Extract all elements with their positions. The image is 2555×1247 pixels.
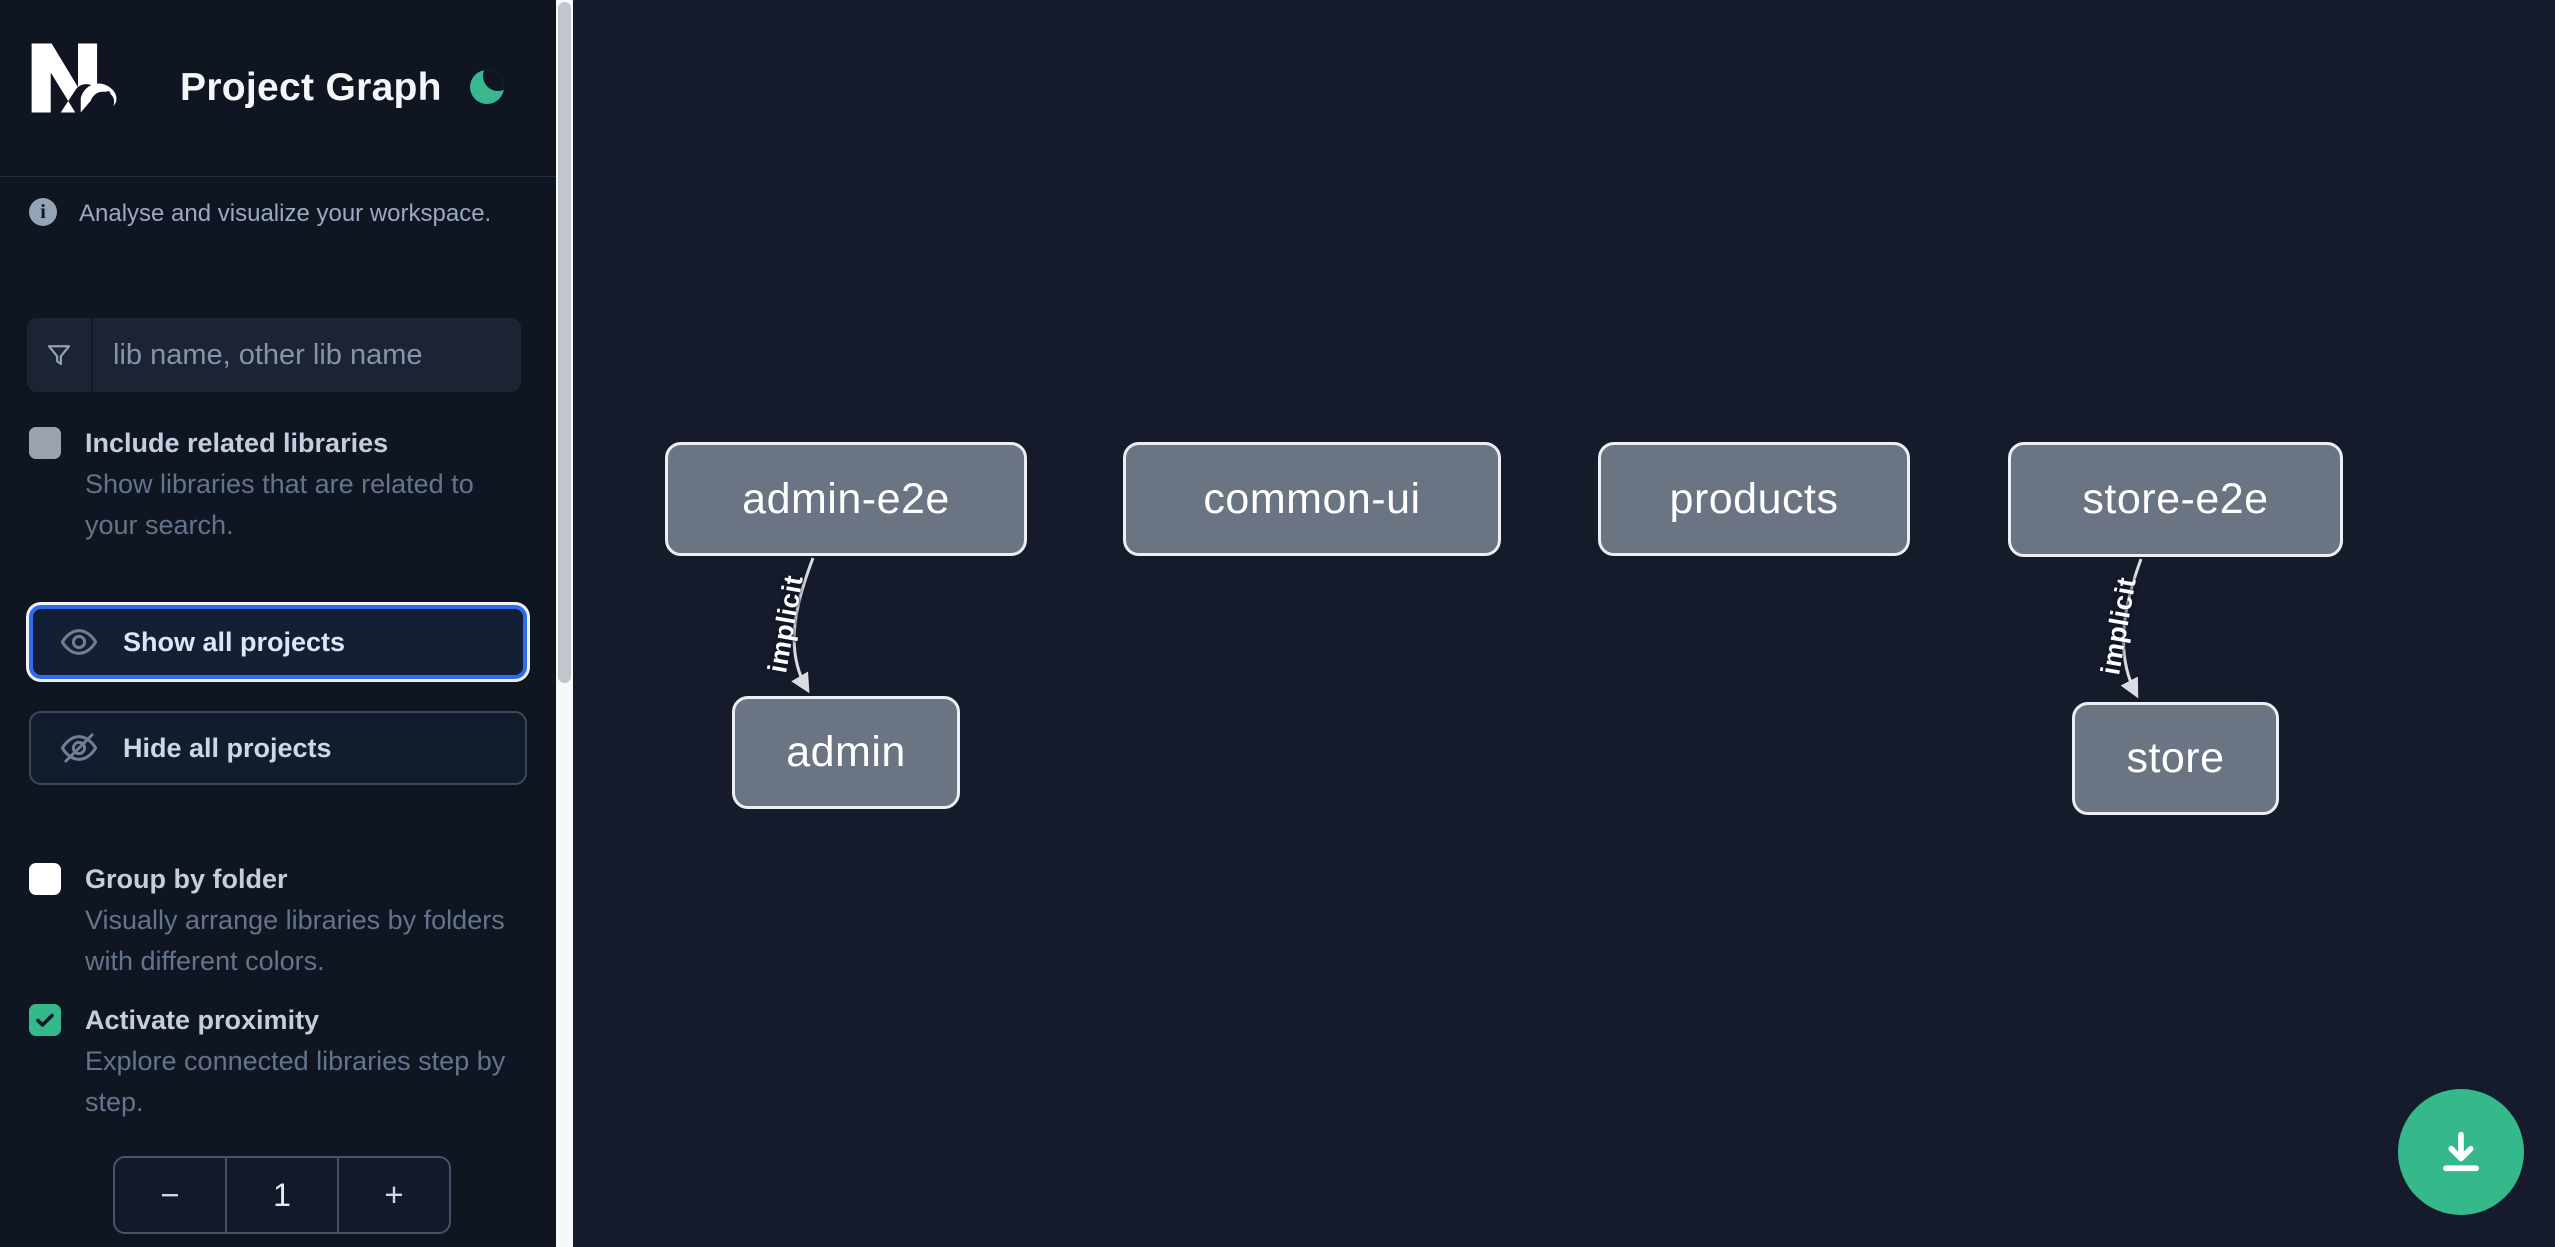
eye-off-icon bbox=[57, 726, 101, 770]
hide-all-projects-button[interactable]: Hide all projects bbox=[29, 711, 527, 785]
graph-node-admin-e2e[interactable]: admin-e2e bbox=[665, 442, 1027, 556]
group-by-folder-checkbox[interactable] bbox=[29, 863, 61, 895]
info-text: Analyse and visualize your workspace. bbox=[79, 200, 492, 227]
decrement-button[interactable]: − bbox=[115, 1158, 225, 1232]
activate-proximity-description: Explore connected libraries step by step… bbox=[85, 1046, 506, 1117]
sidebar-header: Project Graph bbox=[0, 0, 556, 177]
increment-button[interactable]: + bbox=[339, 1158, 449, 1232]
moon-icon bbox=[470, 70, 504, 104]
graph-node-admin[interactable]: admin bbox=[732, 696, 960, 809]
graph-node-common-ui[interactable]: common-ui bbox=[1123, 442, 1501, 556]
funnel-icon bbox=[27, 318, 93, 392]
graph-node-store-e2e[interactable]: store-e2e bbox=[2008, 442, 2343, 557]
group-by-folder-row: Group by folder Visually arrange librari… bbox=[29, 860, 529, 982]
show-all-projects-label: Show all projects bbox=[123, 626, 346, 657]
include-related-label: Include related libraries bbox=[85, 428, 389, 458]
download-button[interactable] bbox=[2398, 1089, 2524, 1215]
download-icon bbox=[2435, 1126, 2487, 1178]
include-related-description: Show libraries that are related to your … bbox=[85, 469, 474, 540]
hide-all-projects-label: Hide all projects bbox=[123, 732, 332, 763]
filter-input-group bbox=[27, 318, 521, 392]
graph-node-store[interactable]: store bbox=[2072, 702, 2279, 815]
depth-value: 1 bbox=[225, 1158, 339, 1232]
eye-icon bbox=[57, 620, 101, 664]
graph-node-products[interactable]: products bbox=[1598, 442, 1910, 556]
sidebar-scrollbar bbox=[556, 0, 573, 1247]
info-icon: i bbox=[29, 198, 57, 226]
proximity-depth-stepper: − 1 + bbox=[113, 1156, 451, 1234]
include-related-checkbox[interactable] bbox=[29, 427, 61, 459]
activate-proximity-row: Activate proximity Explore connected lib… bbox=[29, 1001, 529, 1123]
group-by-folder-label: Group by folder bbox=[85, 864, 288, 894]
show-all-projects-button[interactable]: Show all projects bbox=[29, 605, 527, 679]
theme-toggle-button[interactable] bbox=[458, 58, 518, 118]
page-title: Project Graph bbox=[180, 66, 442, 109]
group-by-folder-description: Visually arrange libraries by folders wi… bbox=[85, 905, 505, 976]
sidebar: Project Graph i Analyse and visualize yo… bbox=[0, 0, 556, 1247]
activate-proximity-label: Activate proximity bbox=[85, 1005, 320, 1035]
activate-proximity-checkbox[interactable] bbox=[29, 1004, 61, 1036]
nx-logo bbox=[28, 38, 128, 118]
workspace-info: i Analyse and visualize your workspace. bbox=[29, 198, 529, 229]
scrollbar-thumb[interactable] bbox=[558, 2, 571, 683]
filter-input[interactable] bbox=[93, 318, 521, 392]
include-related-row: Include related libraries Show libraries… bbox=[29, 424, 529, 546]
checkmark-icon bbox=[36, 1013, 54, 1027]
